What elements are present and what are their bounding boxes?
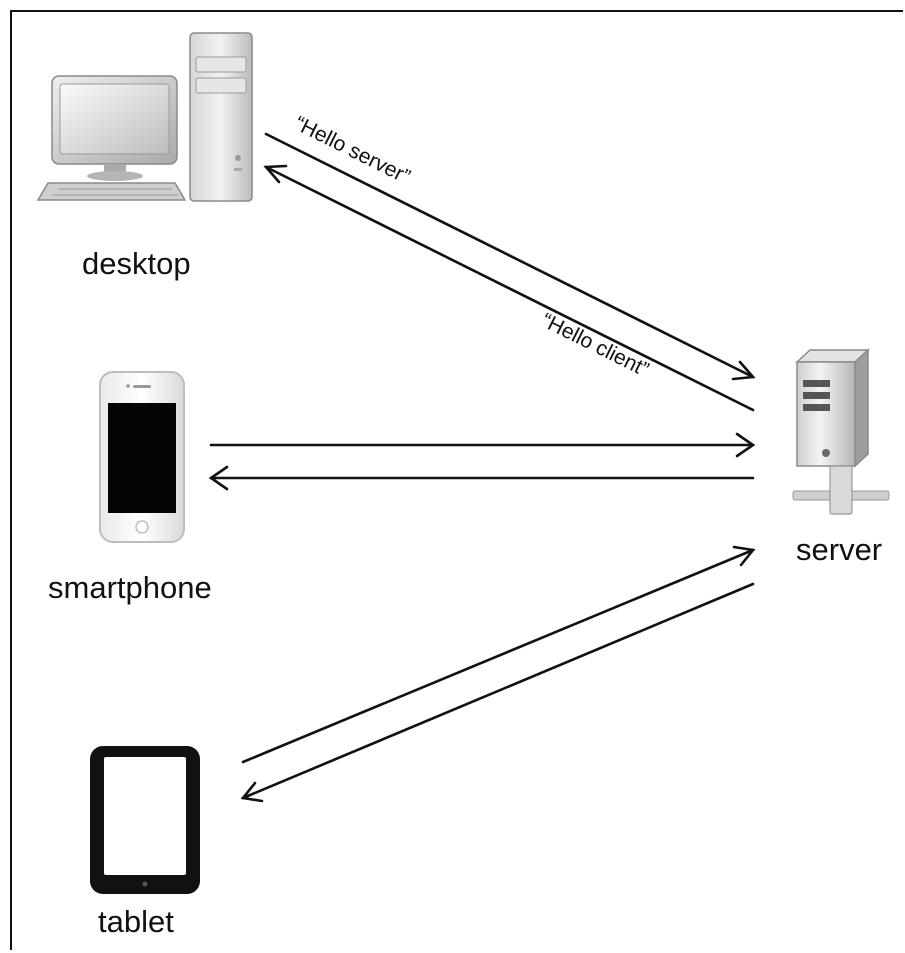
smartphone-label: smartphone [48,570,212,605]
arrow-server-to-tablet [241,582,755,800]
arrowhead-server-to-tablet [240,781,264,803]
message-response: “Hello client” [538,309,653,382]
tablet-icon [90,746,200,894]
desktop-label: desktop [82,246,191,281]
connection-arrows [208,132,756,803]
arrowhead-desktop-to-server [731,360,756,381]
diagram-frame [10,10,903,950]
desktop-computer-icon [36,32,253,202]
smartphone-icon [99,371,185,543]
server-label: server [796,532,883,567]
arrowhead-tablet-to-server [732,545,756,567]
arrow-desktop-to-server [264,132,755,379]
arrowhead-server-to-smartphone [208,465,229,491]
arrow-tablet-to-server [241,548,755,764]
arrow-server-to-desktop [264,165,755,412]
arrowhead-smartphone-to-server [735,432,756,458]
tablet-label: tablet [98,904,174,939]
arrowhead-server-to-desktop [263,164,288,184]
server-icon [792,348,890,515]
